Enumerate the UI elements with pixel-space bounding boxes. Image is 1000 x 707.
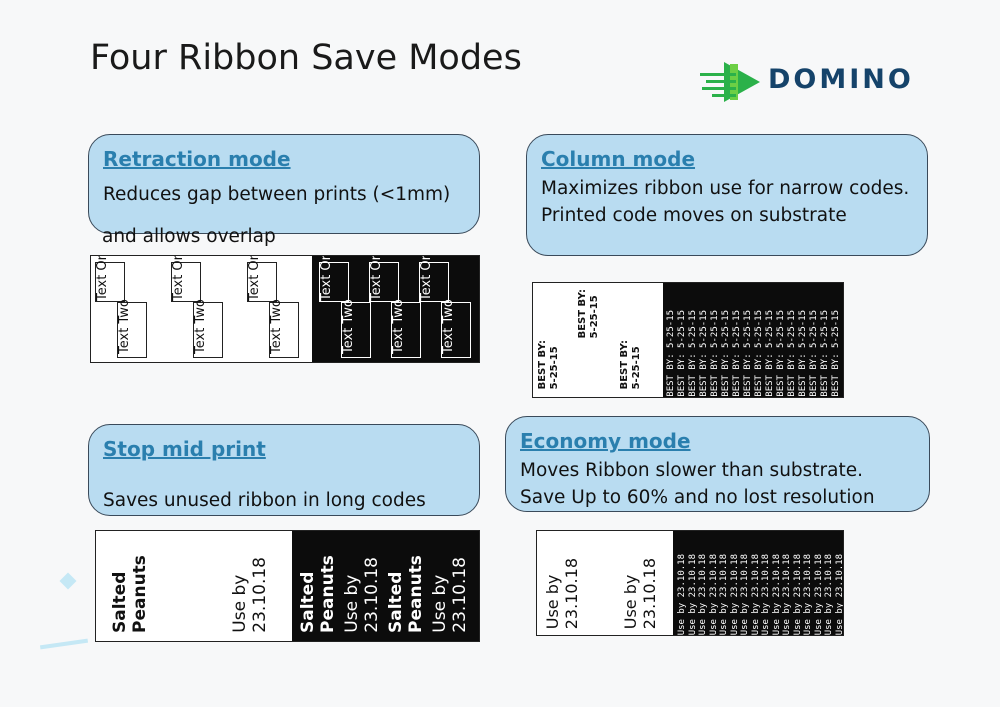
dense-code: Use by 23.10.18	[803, 553, 813, 635]
stop-dark-section	[292, 531, 479, 641]
brand-name: DOMINO	[768, 64, 914, 95]
dense-code: BEST BY: 5-25-15	[798, 310, 808, 397]
economy-mode-line1: Moves Ribbon slower than substrate.	[520, 460, 864, 481]
retraction-sample-print: Text One Text Two Text One Text Two Text…	[90, 255, 480, 363]
dense-code: Use by 23.10.18	[771, 553, 782, 635]
retraction-stamp: Text One Text Two	[247, 256, 303, 358]
retraction-mode-card: Retraction mode Reduces gap between prin…	[88, 134, 480, 234]
retraction-stamp: Text One Text Two	[419, 256, 475, 358]
product-name: Salted Peanuts	[110, 555, 150, 633]
retraction-mode-line2: and allows overlap	[102, 226, 276, 247]
column-code: BEST BY:5-25-15	[619, 339, 642, 389]
retraction-stamp: Text One Text Two	[319, 256, 375, 358]
dense-code: Use by 23.10.18	[740, 553, 750, 635]
stop-mid-print-title: Stop mid print	[103, 437, 266, 461]
dense-code: Use by 23.10.18	[813, 553, 824, 635]
scan-smudge	[39, 638, 89, 650]
column-dark-section	[663, 283, 843, 397]
dense-code: BEST BY: 5-25-15	[809, 310, 819, 397]
dense-code: Use by 23.10.18	[687, 553, 698, 635]
domino-logo: DOMINO	[700, 58, 930, 108]
economy-mode-title: Economy mode	[520, 429, 691, 453]
dense-code: BEST BY: 5-25-15	[721, 310, 731, 397]
dense-code: BEST BY: 5-25-15	[688, 310, 698, 397]
page-title: Four Ribbon Save Modes	[90, 38, 522, 78]
dense-code: BEST BY: 5-25-15	[699, 310, 709, 397]
retraction-dark-section	[312, 256, 479, 362]
dense-code: BEST BY: 5-25-15	[743, 310, 753, 397]
column-mode-line2: Printed code moves on substrate	[541, 205, 847, 226]
column-mode-title: Column mode	[541, 147, 696, 171]
retraction-mode-title: Retraction mode	[103, 147, 291, 171]
column-sample-print: BEST BY:5-25-15 BEST BY:5-25-15 BEST BY:…	[532, 282, 844, 398]
retraction-stamp: Text One Text Two	[95, 256, 151, 358]
column-mode-line1: Maximizes ribbon use for narrow codes.	[541, 178, 910, 199]
dense-code: Use by 23.10.18	[761, 553, 771, 635]
dense-code: Use by 23.10.18	[719, 553, 729, 635]
product-name: Salted Peanuts	[386, 555, 426, 633]
dense-code: Use by 23.10.18	[834, 553, 844, 635]
column-code: BEST BY:5-25-15	[577, 289, 600, 339]
dense-code: BEST BY: 5-25-15	[831, 310, 841, 397]
dense-code: Use by 23.10.18	[782, 553, 792, 635]
economy-mode-line2: Save Up to 60% and no lost resolution	[520, 487, 875, 508]
dense-code: BEST BY: 5-25-15	[776, 310, 786, 397]
economy-dark-section	[673, 531, 843, 635]
dense-code: BEST BY: 5-25-15	[765, 310, 775, 397]
retraction-stamp: Text One Text Two	[369, 256, 425, 358]
scan-smudge	[59, 572, 77, 590]
dense-code: Use by 23.10.18	[729, 553, 740, 635]
dense-code: BEST BY: 5-25-15	[787, 310, 797, 397]
dense-code: BEST BY: 5-25-15	[732, 310, 742, 397]
dense-code: Use by 23.10.18	[750, 553, 761, 635]
economy-mode-card: Economy mode Moves Ribbon slower than su…	[505, 416, 930, 512]
dense-code: BEST BY: 5-25-15	[754, 310, 764, 397]
dense-code: BEST BY: 5-25-15	[677, 310, 687, 397]
retraction-stamp: Text One Text Two	[171, 256, 227, 358]
column-mode-card: Column mode Maximizes ribbon use for nar…	[526, 134, 928, 256]
column-code: BEST BY:5-25-15	[537, 339, 560, 389]
dense-code: Use by 23.10.18	[792, 553, 803, 635]
dense-code: BEST BY: 5-25-15	[666, 310, 676, 397]
dense-code: Use by 23.10.18	[708, 553, 719, 635]
dense-code: BEST BY: 5-25-15	[820, 310, 830, 397]
stop-mid-print-line1: Saves unused ribbon in long codes	[103, 490, 426, 511]
dense-code: Use by 23.10.18	[824, 553, 834, 635]
dense-code: BEST BY: 5-25-15	[710, 310, 720, 397]
dense-code: Use by 23.10.18	[698, 553, 708, 635]
stop-mid-print-card: Stop mid print Saves unused ribbon in lo…	[88, 424, 480, 516]
product-name: Salted Peanuts	[298, 555, 338, 633]
retraction-mode-line1: Reduces gap between prints (<1mm)	[103, 184, 451, 205]
domino-arrow-logo-icon	[700, 62, 760, 102]
dense-code: Use by 23.10.18	[677, 553, 687, 635]
